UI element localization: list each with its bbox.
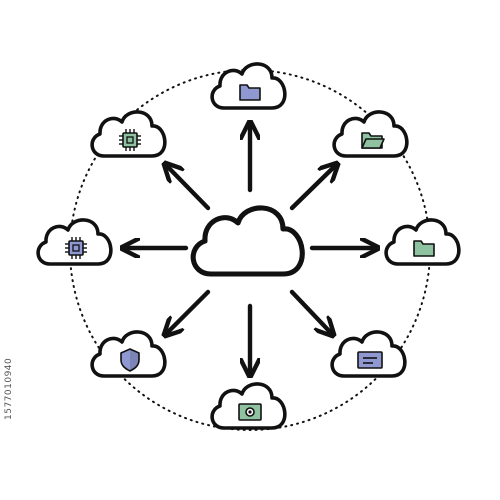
- open-folder-icon: [361, 132, 385, 149]
- watermark-id: 1577010940: [4, 357, 14, 420]
- central-cloud: [193, 208, 302, 274]
- cloud-node-northeast: [332, 110, 409, 158]
- folder-icon: [413, 240, 435, 257]
- folder-icon: [239, 84, 261, 101]
- cloud-node-east: [384, 218, 461, 266]
- camera-icon: [238, 403, 262, 421]
- chip-icon: [65, 237, 87, 259]
- cloud-node-southwest: [90, 330, 167, 378]
- cloud-node-north: [210, 62, 287, 110]
- cloud-node-southeast: [330, 330, 407, 378]
- arrow-southwest: [166, 289, 211, 334]
- cloud-node-northwest: [90, 110, 167, 158]
- satellite-clouds: [36, 62, 461, 430]
- arrow-group: [124, 124, 376, 374]
- arrow-northwest: [166, 165, 211, 211]
- arrow-northeast: [289, 165, 336, 211]
- chip-icon: [119, 129, 141, 151]
- server-card-icon: [357, 351, 383, 369]
- cloud-node-west: [36, 218, 113, 266]
- cloud-node-south: [210, 382, 287, 430]
- arrow-southeast: [289, 289, 332, 334]
- shield-icon: [120, 348, 140, 372]
